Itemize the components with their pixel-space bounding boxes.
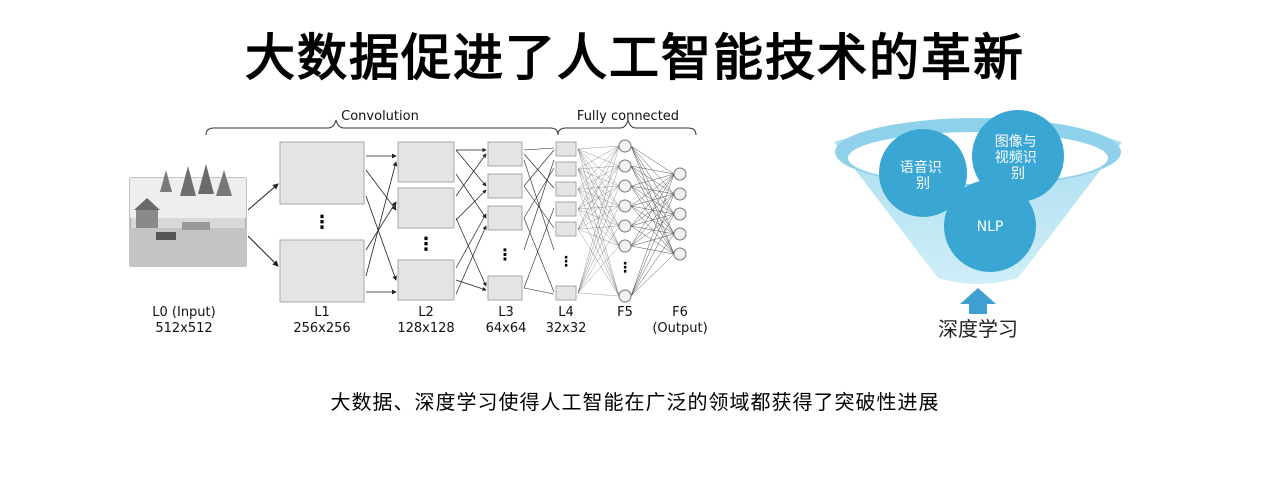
layer-L1: ⋮ — [279, 141, 365, 303]
convolution-brace — [205, 119, 559, 136]
bubble-vision — [972, 110, 1064, 202]
fc-edge — [630, 145, 675, 175]
svg-text:⋮: ⋮ — [417, 234, 435, 255]
fc-edge — [577, 205, 620, 294]
bubble-speech — [879, 129, 967, 217]
bubble-vision-line3: 别 — [1011, 166, 1025, 182]
fc-edge — [630, 233, 675, 247]
svg-text:⋮: ⋮ — [497, 245, 513, 264]
fc-edge — [630, 245, 675, 255]
fully-connected-label: Fully connected — [577, 109, 679, 124]
svg-text:语音识 别: 语音识 别 — [900, 159, 946, 192]
fc-edge — [630, 173, 675, 187]
layer-L3: ⋮ — [487, 141, 523, 301]
f5-node — [618, 239, 632, 253]
fully-connected-brace — [557, 119, 697, 136]
f6-node — [673, 227, 687, 241]
fc-edge — [577, 185, 620, 230]
label-L4-name: L4 — [558, 305, 574, 320]
fc-edge — [577, 168, 620, 297]
fc-edge — [577, 208, 620, 297]
f5-node — [618, 289, 632, 303]
fc-edge — [630, 173, 675, 227]
f5-node — [618, 219, 632, 233]
input-image — [129, 164, 247, 267]
f6-node — [673, 187, 687, 201]
bubble-speech-line1: 语音识 — [900, 159, 942, 176]
layer-F5 — [618, 139, 632, 303]
bubble-speech-line2: 别 — [916, 176, 930, 192]
bubble-nlp — [944, 180, 1036, 272]
bubble-vision-line2: 视频识 — [995, 150, 1037, 166]
fc-edge — [577, 245, 620, 294]
convolution-label: Convolution — [341, 109, 419, 124]
fc-edge — [577, 228, 620, 247]
fc-edge — [630, 173, 675, 207]
fc-edge — [577, 145, 620, 294]
fc-edge — [577, 225, 620, 294]
fc-edge — [577, 205, 620, 230]
bubble-vision-line1: 图像与 — [995, 134, 1037, 150]
layer-F6 — [673, 167, 687, 261]
label-L0-name: L0 (Input) — [152, 305, 215, 320]
up-arrow-icon — [960, 288, 996, 314]
fc-edge — [577, 165, 620, 230]
fc-edge — [577, 292, 620, 297]
fc-edge — [577, 228, 620, 297]
fc-edge — [577, 188, 620, 297]
label-L1-name: L1 — [314, 305, 330, 320]
label-L3-name: L3 — [498, 305, 514, 320]
fc-edge — [630, 213, 675, 247]
fc-edge — [577, 145, 620, 210]
svg-text:⋮: ⋮ — [313, 212, 331, 233]
f5-node — [618, 159, 632, 173]
fc-edge — [577, 148, 620, 297]
fc-edge — [577, 185, 620, 294]
fc-edge — [630, 193, 675, 297]
fc-edge — [630, 173, 675, 247]
f5-node — [618, 199, 632, 213]
fc-edge — [630, 233, 675, 297]
fc-edge — [577, 165, 620, 294]
bubble-nlp-label: NLP — [977, 219, 1004, 235]
label-F5-name: F5 — [617, 305, 633, 320]
layer-L4: ⋮ — [555, 141, 577, 301]
svg-text:⋮: ⋮ — [618, 260, 632, 276]
caption: 大数据、深度学习使得人工智能在广泛的领域都获得了突破性进展 — [330, 390, 940, 414]
funnel-label: 深度学习 — [938, 317, 1018, 341]
label-L2-name: L2 — [418, 305, 434, 320]
svg-text:⋮: ⋮ — [559, 254, 573, 270]
label-L1-size: 256x256 — [293, 321, 350, 336]
fc-edge — [577, 145, 620, 150]
label-L0-size: 512x512 — [155, 321, 212, 336]
label-F6-name: F6 — [672, 305, 688, 320]
fully-connected-edges — [577, 145, 675, 297]
fc-edge — [577, 145, 620, 170]
f6-node — [673, 167, 687, 181]
f5-node — [618, 179, 632, 193]
deep-learning-funnel: 语音识 别 图像与 视频识 别 NLP 深度学习 — [834, 110, 1122, 341]
fc-edge — [577, 145, 620, 190]
label-L2-size: 128x128 — [397, 321, 454, 336]
fc-edge — [630, 253, 675, 297]
svg-text:图像与 视频识 别: 图像与 视频识 别 — [995, 134, 1041, 182]
f6-node — [673, 247, 687, 261]
fc-edge — [577, 145, 620, 230]
f6-node — [673, 207, 687, 221]
f5-node — [618, 139, 632, 153]
fc-edge — [630, 165, 675, 175]
label-F6-size: (Output) — [652, 321, 707, 336]
fc-edge — [630, 173, 675, 297]
page-title: 大数据促进了人工智能技术的革新 — [245, 29, 1025, 87]
label-L3-size: 64x64 — [486, 321, 527, 336]
fc-edge — [630, 193, 675, 247]
label-L4-size: 32x32 — [546, 321, 587, 336]
fc-edge — [630, 213, 675, 297]
cnn-diagram: Convolution Fully connected ⋮ ⋮ — [129, 109, 708, 336]
layer-L2: ⋮ — [397, 141, 455, 301]
fc-edge — [577, 225, 620, 230]
layer-labels: L0 (Input) 512x512 L1 256x256 L2 128x128… — [152, 305, 707, 336]
